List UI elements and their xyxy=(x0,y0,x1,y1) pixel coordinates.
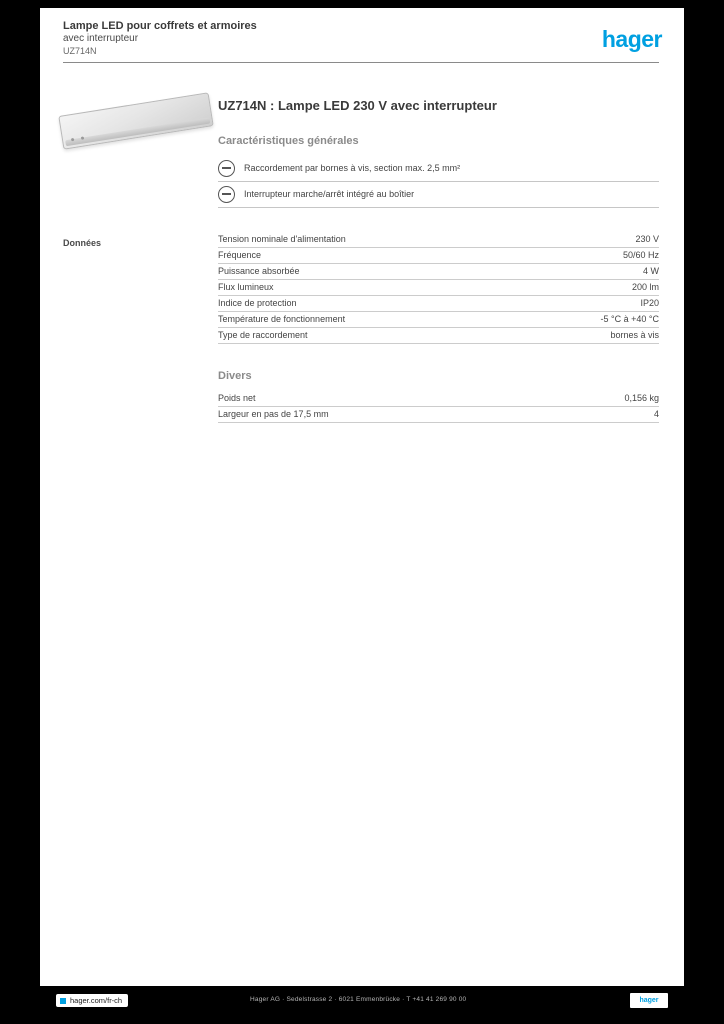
table-row: Flux lumineux 200 lm xyxy=(218,280,659,296)
spec-label: Tension nominale d'alimentation xyxy=(218,234,346,244)
spec-value: 4 xyxy=(653,409,659,419)
plug-icon xyxy=(218,160,235,177)
product-family-title: Lampe LED pour coffrets et armoires xyxy=(63,20,257,32)
header: Lampe LED pour coffrets et armoires avec… xyxy=(63,20,483,57)
product-reference: UZ714N xyxy=(63,46,97,56)
spec-label: Température de fonctionnement xyxy=(218,314,346,324)
feature-row: Interrupteur marche/arrêt intégré au boî… xyxy=(218,182,659,208)
spec-label: Largeur en pas de 17,5 mm xyxy=(218,409,329,419)
spec-value: 50/60 Hz xyxy=(622,250,659,260)
section-heading-characteristics: Caractéristiques générales xyxy=(218,135,359,147)
feature-text: Raccordement par bornes à vis, section m… xyxy=(244,163,461,173)
table-row: Poids net 0,156 kg xyxy=(218,391,659,407)
feature-text: Interrupteur marche/arrêt intégré au boî… xyxy=(244,189,415,199)
brand-mark-icon xyxy=(60,997,66,1004)
section-heading-misc: Divers xyxy=(218,370,252,382)
company-info: Hager AG · Sedelstrasse 2 · 6021 Emmenbr… xyxy=(250,996,467,1003)
spec-value: IP20 xyxy=(640,298,659,308)
website-text: hager.com/fr-ch xyxy=(70,996,123,1005)
footer-logo-text: hager xyxy=(639,997,659,1004)
spec-value: 4 W xyxy=(642,266,659,276)
table-row: Température de fonctionnement -5 °C à +4… xyxy=(218,312,659,328)
feature-row: Raccordement par bornes à vis, section m… xyxy=(218,156,659,182)
table-row: Largeur en pas de 17,5 mm 4 xyxy=(218,407,659,423)
spec-value: bornes à vis xyxy=(610,330,659,340)
spec-label: Puissance absorbée xyxy=(218,266,300,276)
product-photo-edge xyxy=(65,117,211,147)
spec-label: Poids net xyxy=(218,393,256,403)
table-row: Fréquence 50/60 Hz xyxy=(218,248,659,264)
main-content: UZ714N : Lampe LED 230 V avec interrupte… xyxy=(218,98,659,449)
spec-label: Fréquence xyxy=(218,250,262,260)
footer: hager.com/fr-ch Hager AG · Sedelstrasse … xyxy=(0,986,724,1024)
page-title: UZ714N : Lampe LED 230 V avec interrupte… xyxy=(218,98,497,113)
side-section-label: Données xyxy=(63,238,102,248)
spec-label: Type de raccordement xyxy=(218,330,308,340)
spec-value: 200 lm xyxy=(631,282,659,292)
table-row: Indice de protection IP20 xyxy=(218,296,659,312)
product-image xyxy=(52,86,222,171)
divider xyxy=(63,62,659,63)
datasheet-page: Lampe LED pour coffrets et armoires avec… xyxy=(40,8,684,986)
spec-value: 0,156 kg xyxy=(624,393,659,403)
misc-table: Poids net 0,156 kg Largeur en pas de 17,… xyxy=(218,391,659,423)
website-link[interactable]: hager.com/fr-ch xyxy=(56,994,129,1007)
table-row: Puissance absorbée 4 W xyxy=(218,264,659,280)
switch-icon xyxy=(218,186,235,203)
spec-label: Flux lumineux xyxy=(218,282,274,292)
table-row: Tension nominale d'alimentation 230 V xyxy=(218,232,659,248)
table-row: Type de raccordement bornes à vis xyxy=(218,328,659,344)
spec-value: 230 V xyxy=(635,234,659,244)
feature-rows: Raccordement par bornes à vis, section m… xyxy=(218,156,659,208)
spec-value: -5 °C à +40 °C xyxy=(600,314,659,324)
hager-logo: hager xyxy=(601,26,663,52)
footer-logo: hager xyxy=(630,993,668,1008)
product-photo-bar xyxy=(58,92,214,150)
spec-table: Tension nominale d'alimentation 230 V Fr… xyxy=(218,232,659,344)
spec-label: Indice de protection xyxy=(218,298,297,308)
product-subtitle: avec interrupteur xyxy=(63,33,139,44)
